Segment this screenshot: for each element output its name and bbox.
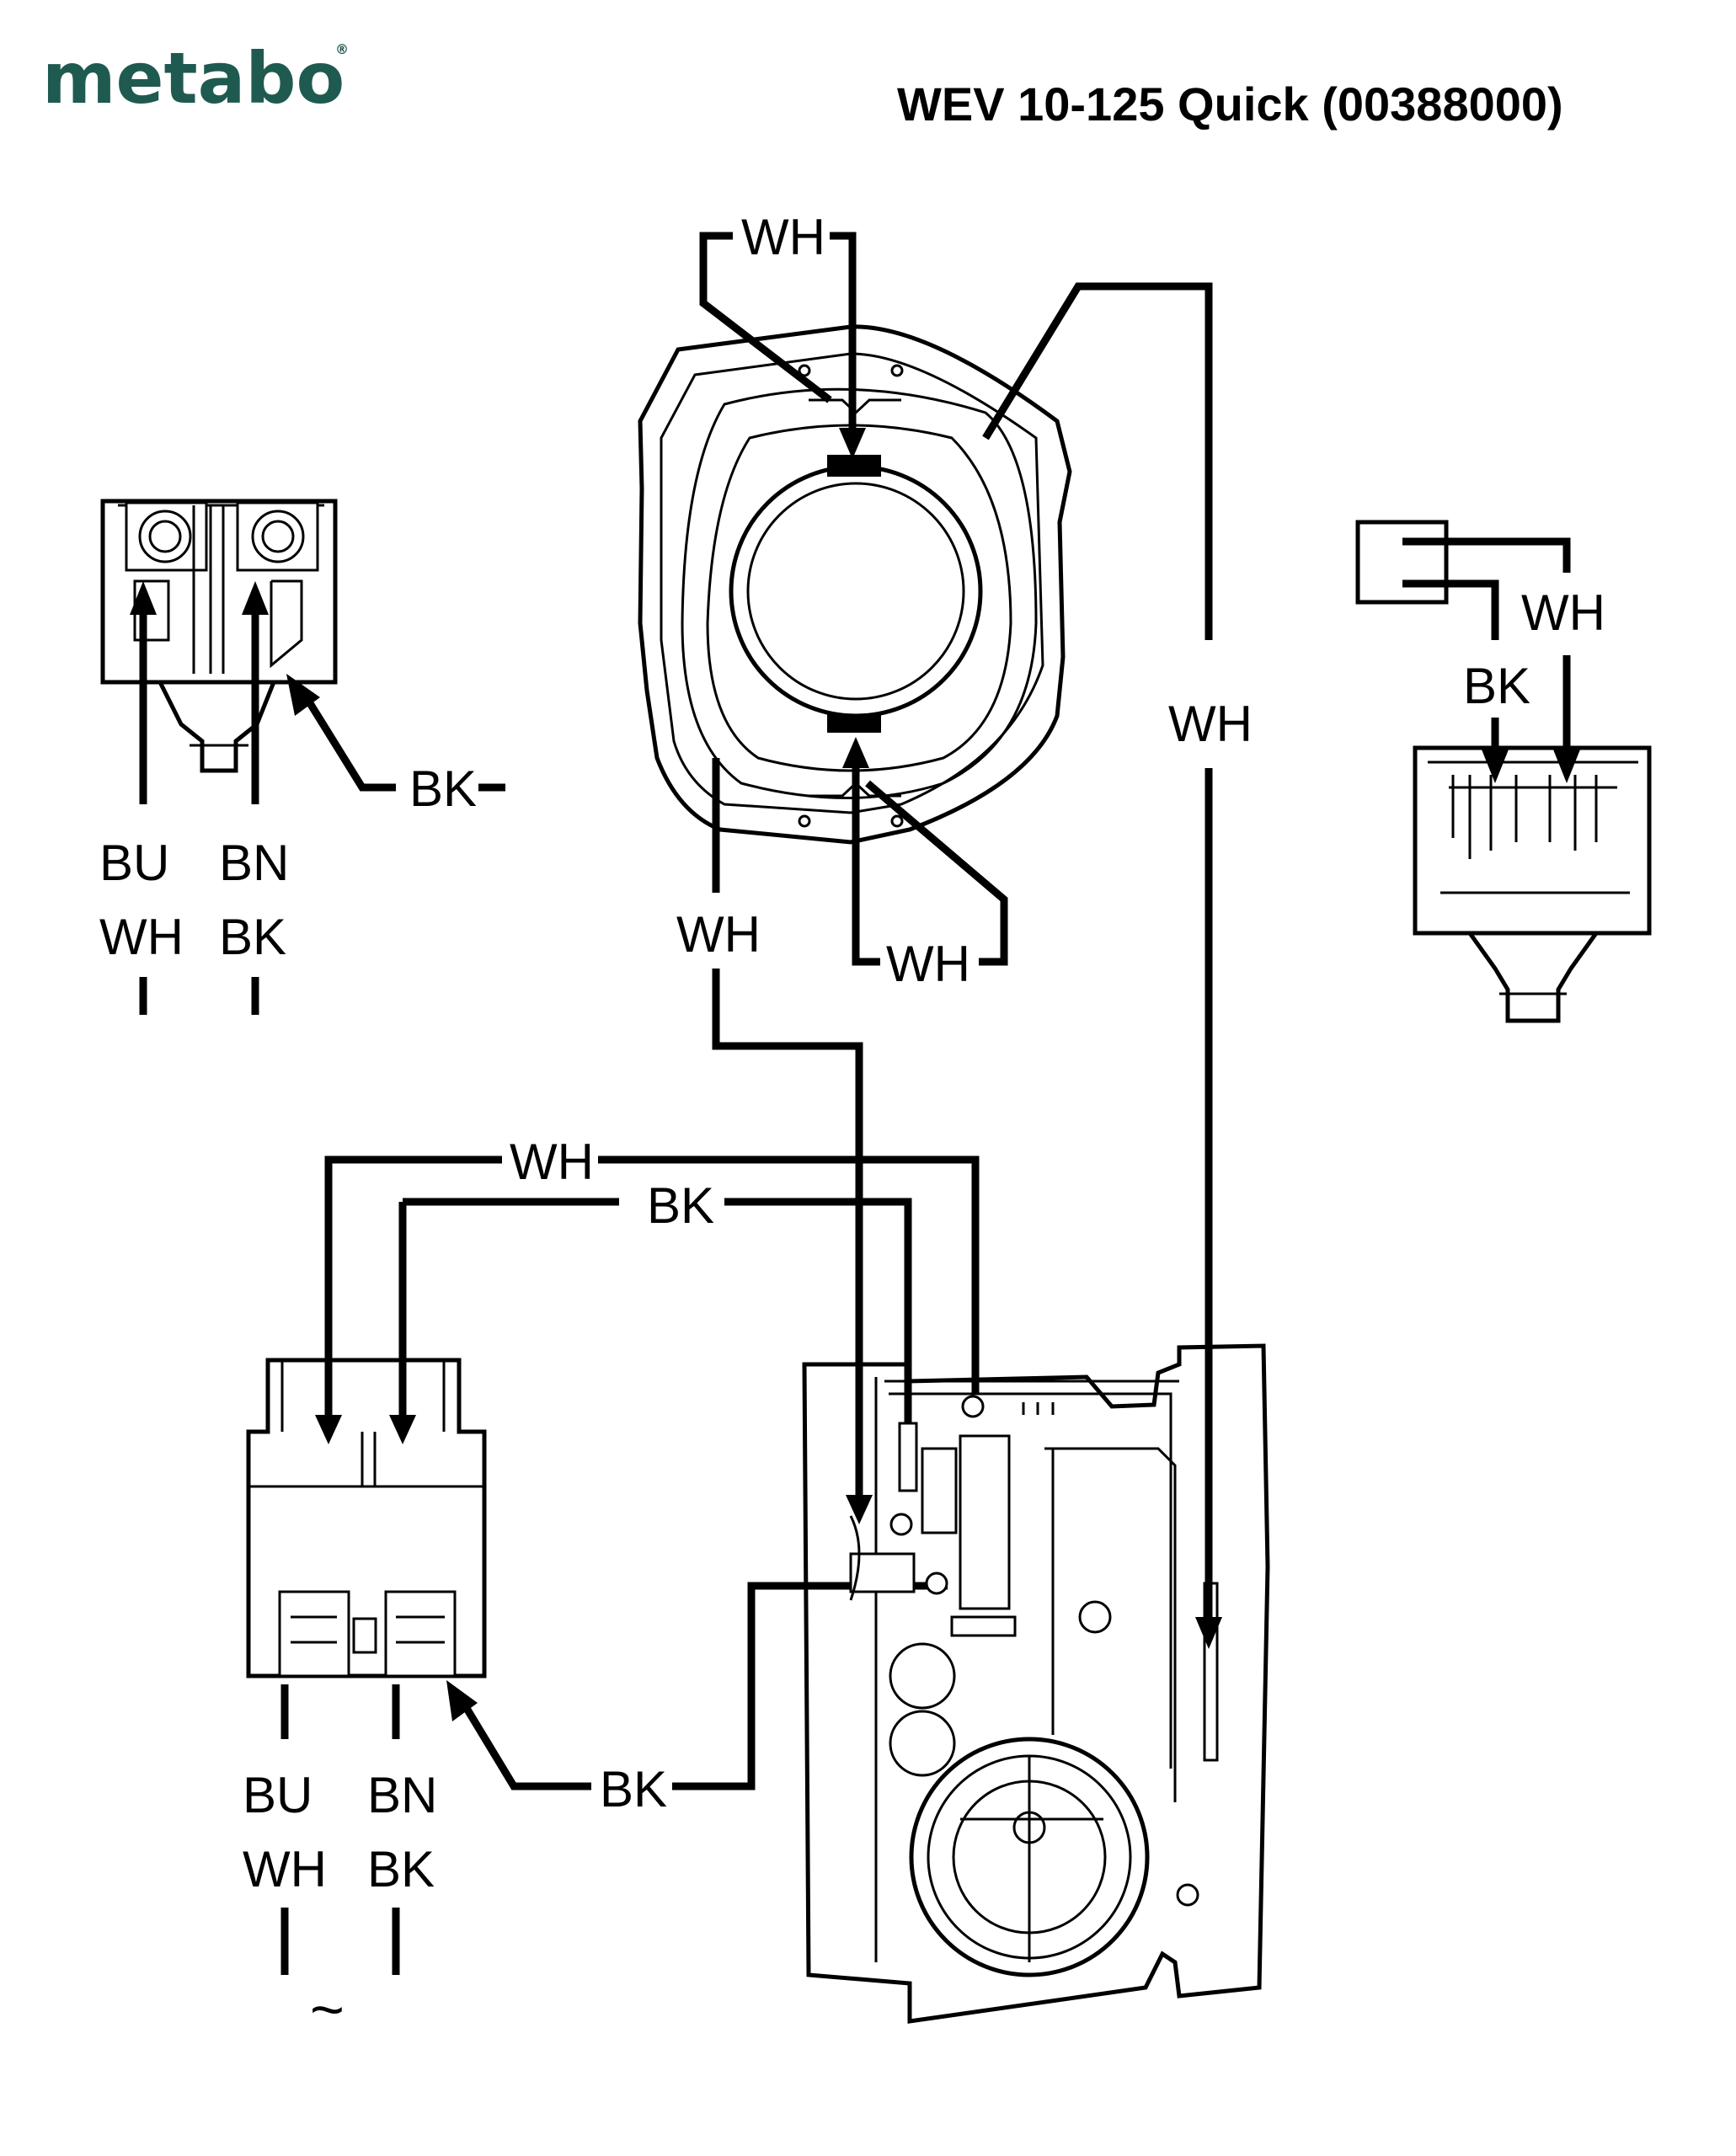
- switch-top-wh-label: WH: [510, 1134, 594, 1190]
- stator-bottom-wire: WH: [842, 737, 1008, 992]
- brand-logo: metabo ®: [42, 37, 349, 120]
- switch-bottom-bk-label: BK: [600, 1761, 667, 1817]
- terminal-block-right-line1: BN: [219, 835, 289, 891]
- stator-top-wire: WH: [699, 209, 866, 459]
- switch-top-bk-label: BK: [647, 1177, 714, 1234]
- connector-wh-label: WH: [1521, 584, 1605, 641]
- connector-bk-label: BK: [1463, 658, 1530, 714]
- brand-logo-text: metabo: [42, 37, 345, 120]
- switch-wires: WH BK BK BU WH BN BK ~: [243, 1134, 980, 2042]
- ac-symbol: ~: [310, 1977, 345, 2042]
- switch-right-line1: BN: [367, 1767, 437, 1823]
- page-title: WEV 10-125 Quick (00388000): [897, 77, 1563, 131]
- switch-body: [246, 1358, 487, 1678]
- terminal-block-right-line2: BK: [219, 909, 286, 965]
- connector-plug: WH BK: [1355, 520, 1652, 1023]
- stator-left-lead: WH: [676, 758, 873, 1524]
- stator-top-wire-label: WH: [741, 209, 825, 265]
- switch-right-line2: BK: [367, 1841, 435, 1897]
- terminal-block-bk-label: BK: [409, 760, 477, 817]
- switch-left-line1: BU: [243, 1767, 312, 1823]
- right-lead: WH: [982, 282, 1253, 1649]
- electronics-housing: [802, 1343, 1270, 2024]
- terminal-block-left-line2: WH: [99, 909, 184, 965]
- stator-left-lead-label: WH: [676, 906, 761, 963]
- stator-coil: [638, 324, 1072, 845]
- terminal-block-wires: BK BU WH BN BK: [99, 581, 505, 1015]
- terminal-block: [100, 499, 338, 773]
- right-lead-label: WH: [1168, 696, 1253, 752]
- switch-left-line2: WH: [243, 1841, 327, 1897]
- registered-mark: ®: [335, 41, 349, 57]
- stator-bottom-wire-label: WH: [886, 936, 970, 992]
- terminal-block-left-line1: BU: [99, 835, 169, 891]
